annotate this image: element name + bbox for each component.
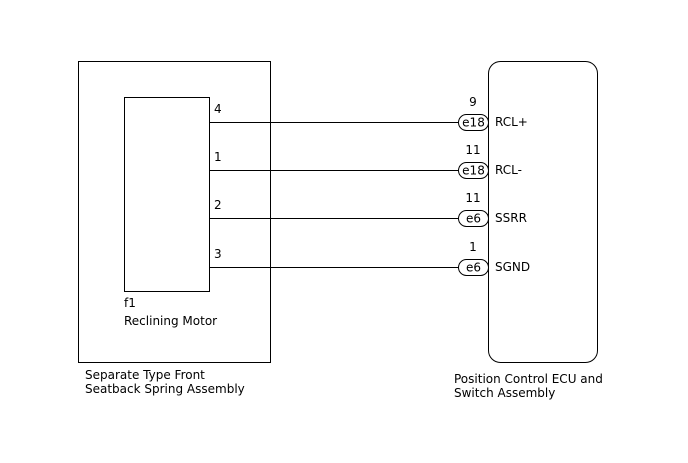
connector-pill xyxy=(458,114,489,131)
reclining-motor-box xyxy=(124,97,210,292)
ecu-pin-number: 1 xyxy=(469,240,477,254)
left-assembly-name-line2: Seatback Spring Assembly xyxy=(85,382,245,396)
signal-name: RCL- xyxy=(495,163,522,177)
ecu-pin-number: 9 xyxy=(469,95,477,109)
right-assembly-name-line2: Switch Assembly xyxy=(454,386,555,400)
connector-pill xyxy=(458,162,489,179)
connector-code: e18 xyxy=(462,164,485,178)
connector-pill xyxy=(458,210,489,227)
connector-pill xyxy=(458,259,489,276)
motor-pin-number: 2 xyxy=(214,198,222,212)
ecu-assembly-box xyxy=(488,61,598,363)
ecu-pin-number: 11 xyxy=(465,143,480,157)
motor-pin-number: 1 xyxy=(214,150,222,164)
signal-name: SSRR xyxy=(495,211,527,225)
connector-code: e18 xyxy=(462,116,485,130)
motor-pin-number: 4 xyxy=(214,102,222,116)
motor-name-label: Reclining Motor xyxy=(124,314,217,328)
signal-name: RCL+ xyxy=(495,115,528,129)
motor-connector-label: f1 xyxy=(124,296,136,310)
connector-code: e6 xyxy=(466,212,481,226)
connector-code: e6 xyxy=(466,261,481,275)
right-assembly-name-line1: Position Control ECU and xyxy=(454,372,603,386)
signal-name: SGND xyxy=(495,260,530,274)
seatback-spring-assembly-box xyxy=(78,61,271,363)
motor-pin-number: 3 xyxy=(214,247,222,261)
ecu-pin-number: 11 xyxy=(465,191,480,205)
left-assembly-name-line1: Separate Type Front xyxy=(85,368,205,382)
